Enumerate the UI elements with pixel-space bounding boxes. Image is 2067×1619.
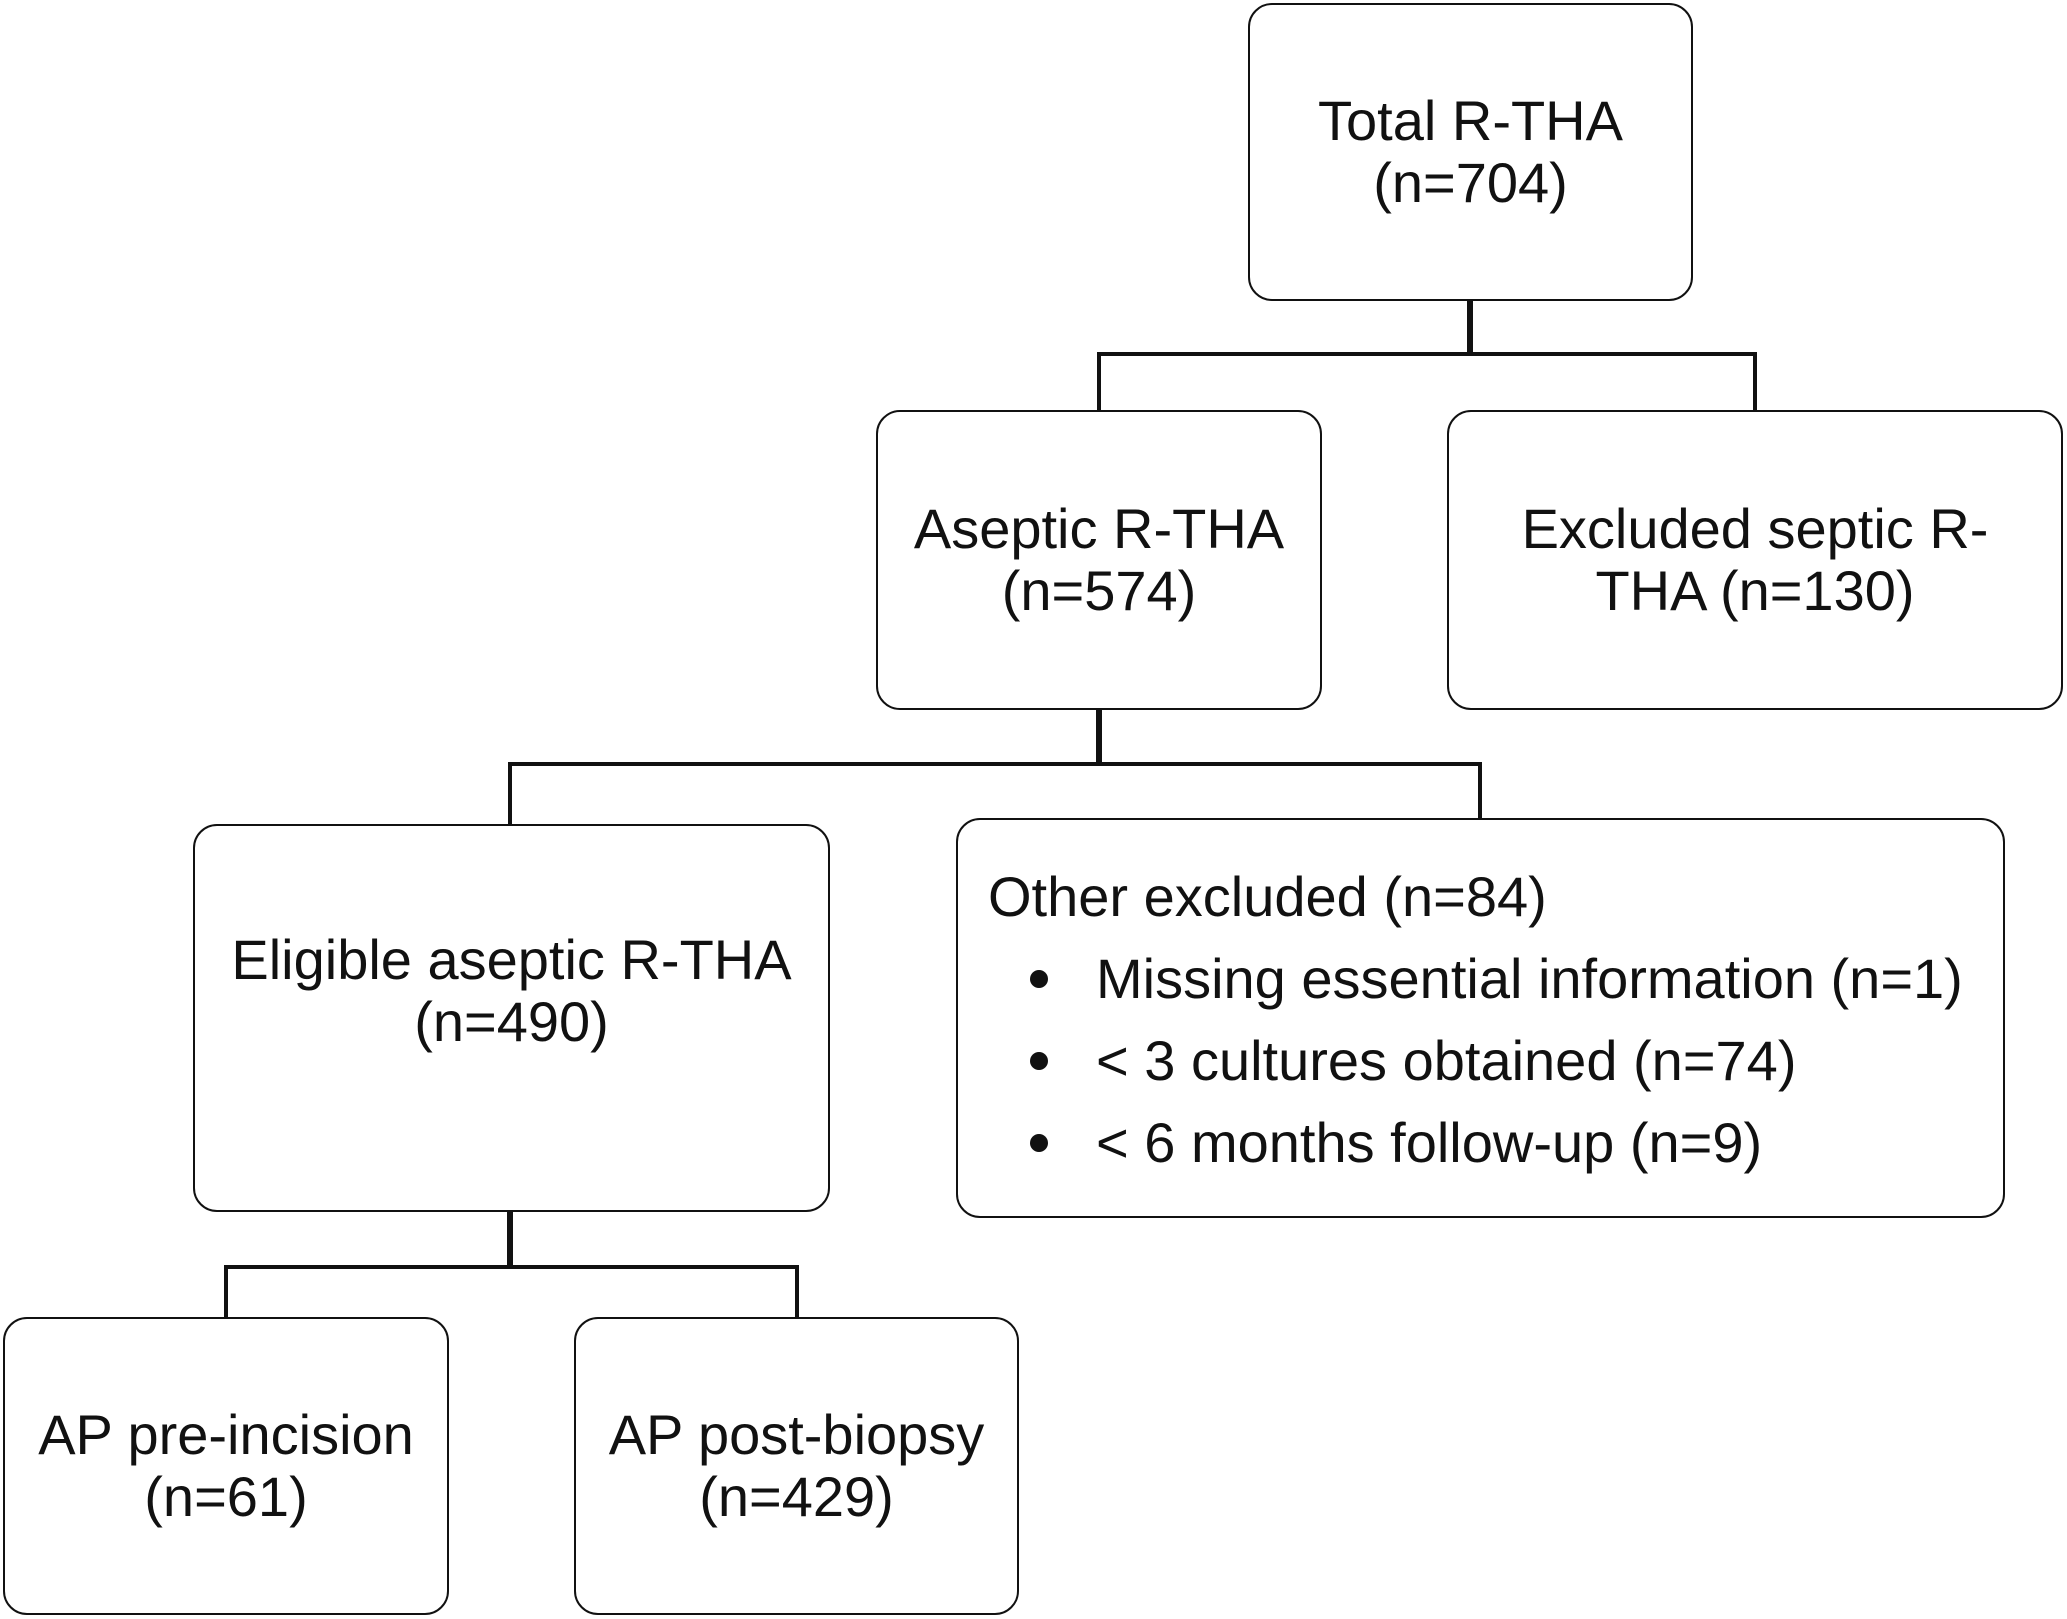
excluded-septic-label: Excluded septic R-	[1521, 497, 1989, 560]
exclusion-reason-item: Missing essential information (n=1)	[988, 948, 1963, 1010]
aseptic-rtha-box: Aseptic R-THA (n=574)	[876, 410, 1322, 710]
connector-eligible-branches	[224, 1265, 799, 1317]
exclusion-reason-text: Missing essential information (n=1)	[1096, 947, 1963, 1010]
exclusion-reason-text: < 6 months follow-up (n=9)	[1096, 1111, 1763, 1174]
aseptic-rtha-label: Aseptic R-THA	[913, 497, 1285, 560]
ap-post-biopsy-label: AP post-biopsy	[608, 1403, 985, 1466]
excluded-septic-count: THA (n=130)	[1595, 559, 1915, 622]
excluded-septic-rtha-box: Excluded septic R- THA (n=130)	[1447, 410, 2063, 710]
ap-post-biopsy-count: (n=429)	[699, 1465, 894, 1528]
exclusion-reason-item: < 6 months follow-up (n=9)	[988, 1112, 1963, 1174]
eligible-aseptic-label: Eligible aseptic R-THA	[231, 928, 792, 991]
eligible-aseptic-count: (n=490)	[414, 990, 609, 1053]
exclusion-reason-item: < 3 cultures obtained (n=74)	[988, 1030, 1963, 1092]
bullet-icon	[1030, 1134, 1048, 1152]
connector-total-branches	[1097, 352, 1757, 410]
exclusion-reason-list: Missing essential information (n=1) < 3 …	[988, 948, 1963, 1194]
other-excluded-title: Other excluded (n=84)	[988, 865, 1547, 928]
total-rtha-count: (n=704)	[1373, 151, 1568, 214]
other-excluded-box: Other excluded (n=84) Missing essential …	[956, 818, 2005, 1218]
ap-pre-incision-count: (n=61)	[144, 1465, 308, 1528]
eligible-aseptic-rtha-box: Eligible aseptic R-THA (n=490)	[193, 824, 830, 1212]
aseptic-rtha-count: (n=574)	[1001, 559, 1197, 622]
ap-pre-incision-label: AP pre-incision	[38, 1403, 414, 1466]
ap-post-biopsy-box: AP post-biopsy (n=429)	[574, 1317, 1019, 1615]
connector-aseptic-branches	[508, 762, 1482, 824]
exclusion-reason-text: < 3 cultures obtained (n=74)	[1096, 1029, 1797, 1092]
bullet-icon	[1030, 1052, 1048, 1070]
ap-pre-incision-box: AP pre-incision (n=61)	[3, 1317, 449, 1615]
total-rtha-label: Total R-THA	[1318, 89, 1623, 152]
total-rtha-box: Total R-THA (n=704)	[1248, 3, 1693, 301]
bullet-icon	[1030, 970, 1048, 988]
